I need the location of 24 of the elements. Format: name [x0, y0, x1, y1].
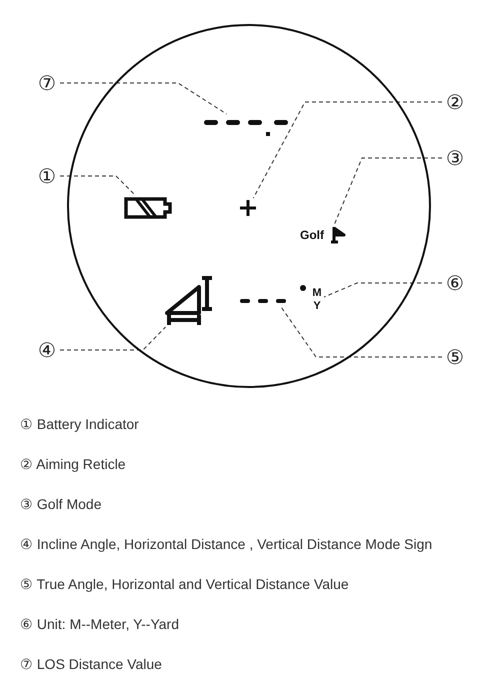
callout-number: ① — [36, 165, 58, 187]
description-text: ⑦ LOS Distance Value — [20, 655, 163, 674]
callout-number: ② — [444, 91, 466, 113]
description-text: ① Battery Indicator — [20, 415, 140, 434]
callout-number: ③ — [444, 147, 466, 169]
description-text: ⑥ Unit: M--Meter, Y--Yard — [20, 615, 180, 634]
unit-letter: M — [312, 287, 322, 300]
description-text: ④ Incline Angle, Horizontal Distance , Vertical Distance Mode Sign — [20, 535, 432, 554]
description-text: ③ Golf Mode — [20, 495, 102, 514]
description-text: ⑤ True Angle, Horizontal and Vertical Distance Value — [20, 575, 350, 594]
leader-line — [334, 158, 442, 224]
leader-line — [280, 306, 442, 358]
leader-line — [324, 282, 442, 298]
leader-line — [60, 82, 228, 114]
callout-number: ⑦ — [36, 72, 58, 94]
mode-text: Golf — [300, 229, 324, 241]
callout-number: ⑥ — [444, 272, 466, 294]
leader-line — [60, 326, 166, 350]
leader-line — [252, 102, 442, 198]
description-text: ② Aiming Reticle — [20, 455, 127, 474]
callout-number: ④ — [36, 339, 58, 361]
unit-letter: Y — [313, 300, 321, 313]
leader-line — [60, 176, 136, 196]
callout-number: ⑤ — [444, 346, 466, 368]
